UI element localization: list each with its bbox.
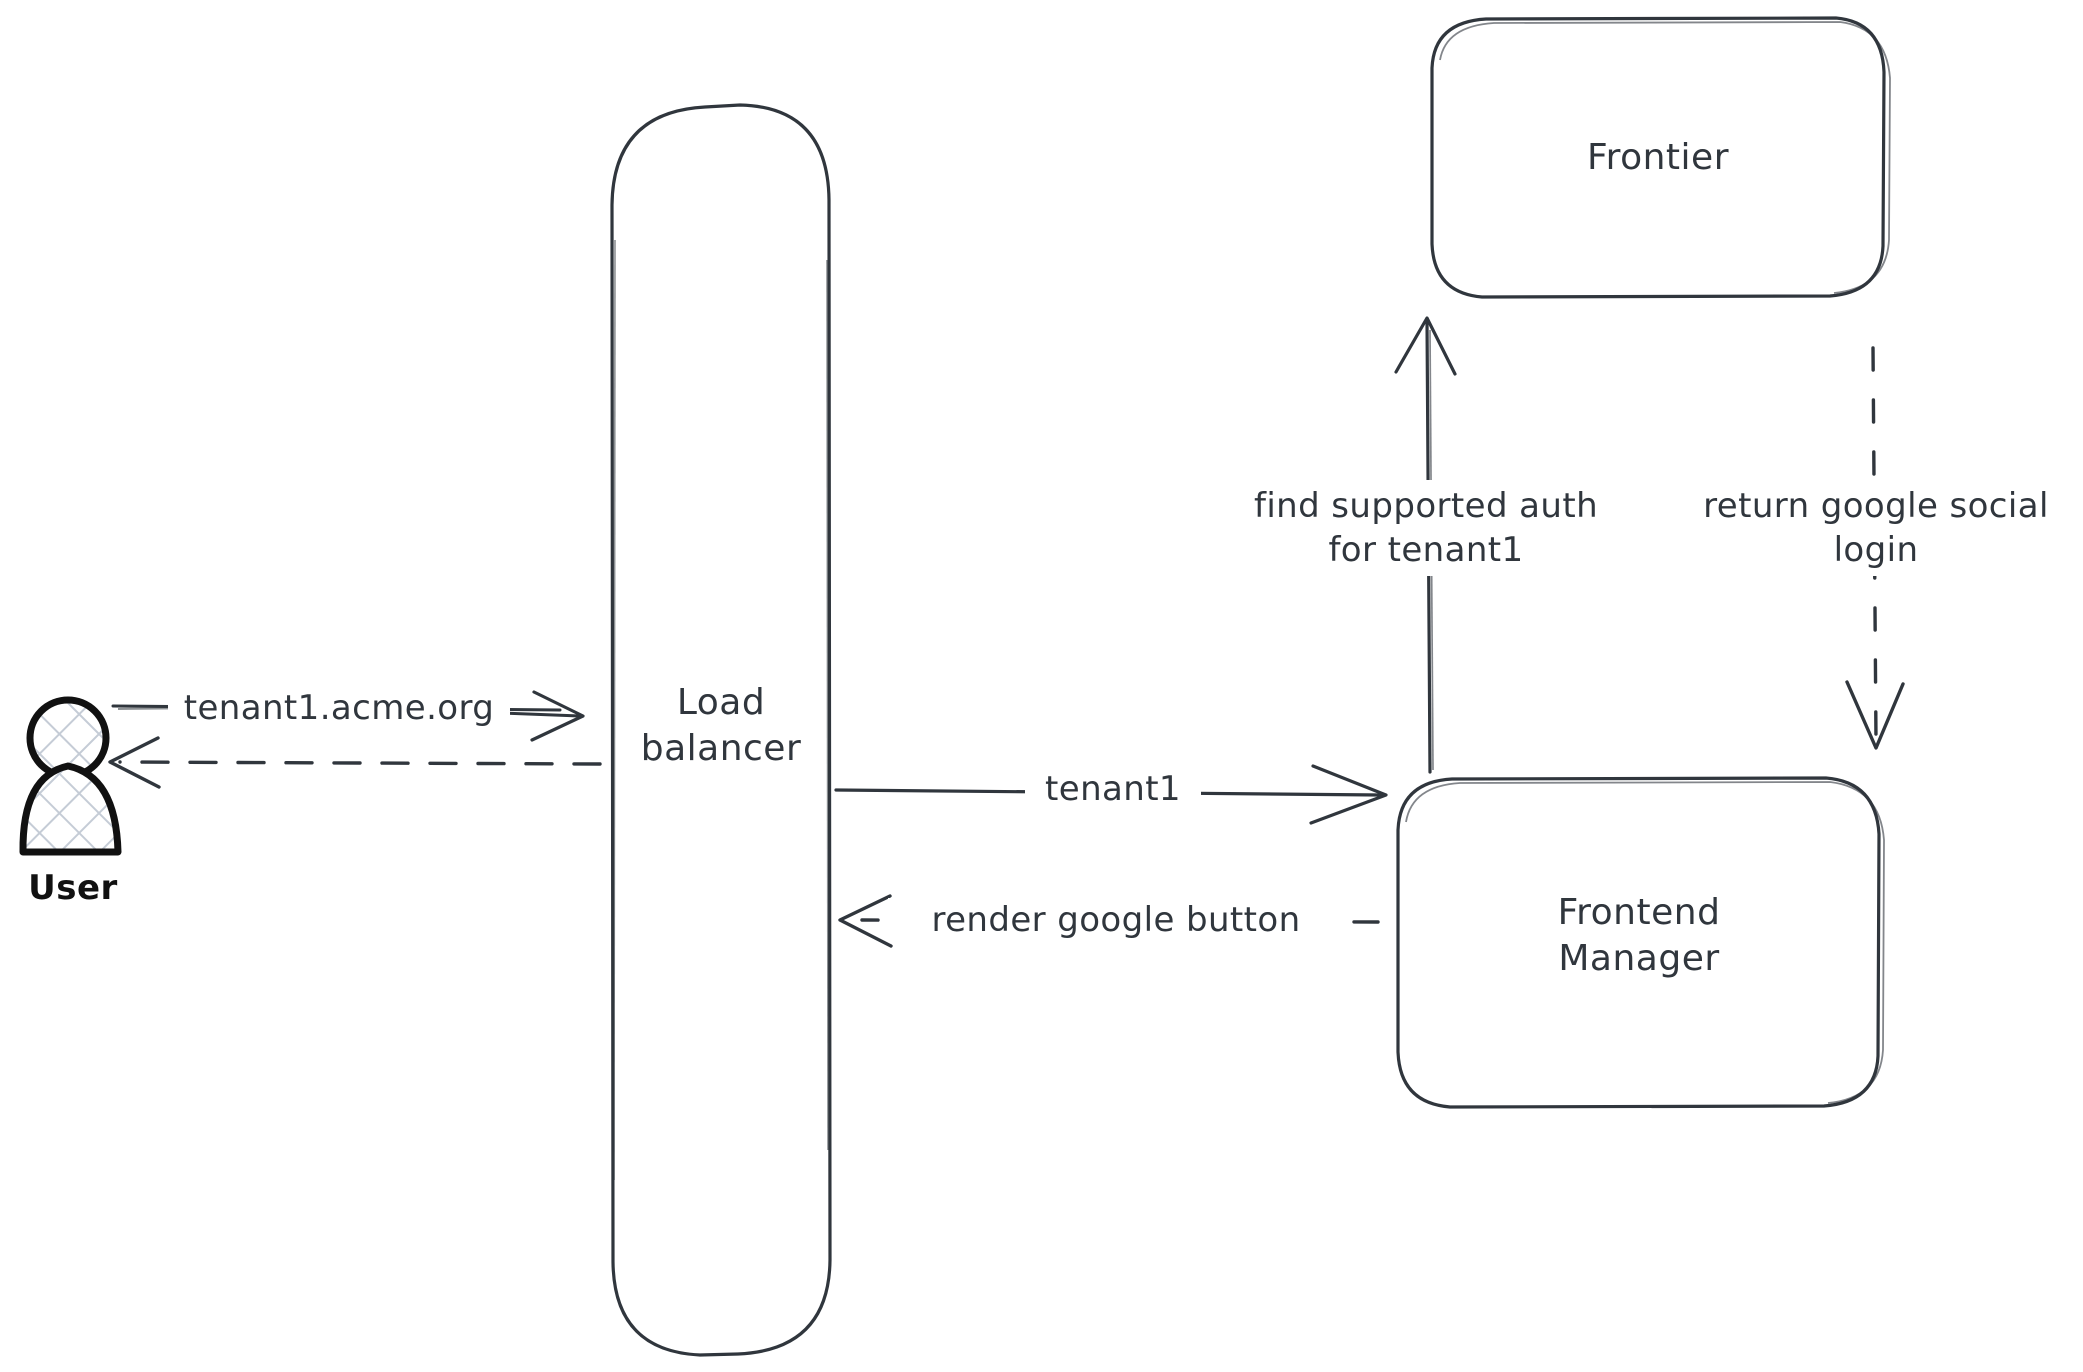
node-hit-frontend-manager[interactable] [1398,778,1880,1106]
node-frontier[interactable] [1430,16,1891,299]
edge-user-to-lb [111,690,585,742]
edge-frontier-to-fm [1845,346,1905,750]
actor-label-user: User [28,868,118,908]
edge-fm-to-frontier [1394,316,1457,774]
node-hit-frontier[interactable] [1432,18,1884,298]
edge-lb-to-user [108,736,602,789]
node-hit-user[interactable] [14,696,130,864]
actor-user-figure[interactable] [19,696,122,856]
node-frontend-manager[interactable] [1396,776,1885,1109]
node-hit-load-balancer[interactable] [612,105,830,1355]
node-load-balancer[interactable] [610,103,832,1357]
edge-fm-to-lb [838,894,1380,948]
edge-lb-to-fm [834,764,1388,825]
